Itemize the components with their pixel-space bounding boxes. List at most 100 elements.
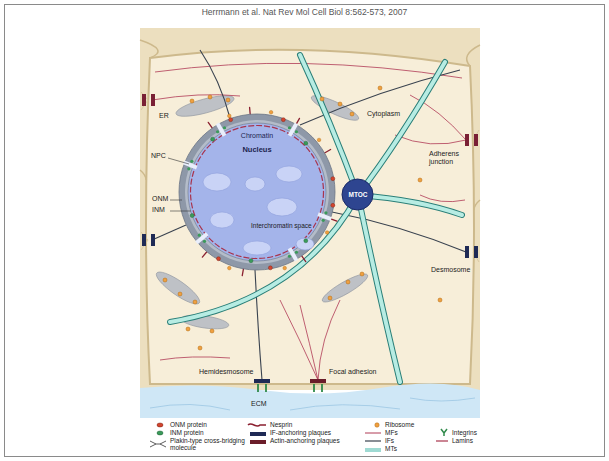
chromatin-domain — [296, 238, 314, 250]
ribosome-dot — [198, 346, 202, 350]
part-label: Cytoplasm — [366, 110, 401, 118]
if-line — [152, 225, 186, 240]
legend-text: Integrins — [452, 429, 477, 436]
if-line — [332, 212, 466, 252]
focal-adhesion-symbol — [310, 379, 326, 383]
nesprin-symbol — [248, 424, 266, 426]
desmosome-symbol — [474, 246, 478, 258]
ribosome-dot — [226, 98, 230, 102]
legend-text: MFs — [385, 429, 398, 436]
nuclear-pore — [223, 126, 226, 129]
neighbour-cells — [140, 28, 480, 390]
ribosomes — [163, 86, 442, 350]
nuclear-pore — [322, 219, 325, 222]
legend-text: Lamins — [452, 437, 473, 444]
nuclear-pore — [218, 124, 225, 136]
if-line — [200, 50, 230, 118]
chromatin-domain — [203, 173, 231, 191]
ribosome-dot — [346, 280, 350, 284]
adherens-junction-symbol — [142, 94, 146, 106]
nuclear-pore — [290, 248, 297, 260]
part-label: Adherens junction — [428, 150, 470, 166]
ribosome-dot — [163, 278, 167, 282]
nuclear-pore — [190, 160, 193, 163]
legend-swatch — [250, 440, 266, 444]
nuclear-pore — [290, 124, 297, 136]
nuclear-pore — [184, 162, 197, 167]
cell-border — [467, 45, 480, 66]
mt-tube — [358, 195, 400, 382]
part-label: Chromatin — [240, 132, 274, 140]
ribosome-dot — [178, 292, 182, 296]
inner-nuclear-membrane — [188, 123, 326, 261]
ecm-fibre — [290, 405, 400, 410]
chromatin-domain — [210, 212, 234, 228]
leader-line — [168, 158, 189, 164]
hemidesmosome-symbol — [254, 379, 270, 383]
er-sheet — [153, 267, 204, 308]
part-label: Focal adhesion — [328, 368, 377, 376]
inm-protein — [190, 214, 194, 218]
ribosome-dot — [227, 266, 231, 270]
ribosome-dot — [438, 298, 442, 302]
mt-core — [170, 55, 462, 382]
mt-tube — [358, 62, 445, 195]
onm-protein — [281, 118, 285, 122]
cell-membrane — [146, 50, 474, 384]
mtoc-circle: MTOC — [342, 179, 373, 210]
microtubules — [170, 55, 462, 382]
nuclear-pore — [216, 130, 219, 133]
lamina — [191, 126, 324, 259]
onm-protein — [331, 177, 335, 181]
nucleus-circle: ChromatinNucleus — [177, 112, 337, 272]
ribosome-dot — [378, 86, 382, 90]
part-label: INM — [151, 206, 166, 214]
nuclear-pore — [196, 234, 207, 243]
figure-frame — [5, 5, 605, 457]
ribosome-dot — [325, 231, 329, 235]
nuclear-pore — [187, 167, 190, 170]
legend-text: MTs — [385, 445, 397, 452]
nuclear-pore — [203, 240, 206, 243]
chromatin-domain — [243, 241, 271, 255]
ribosome-dot — [208, 95, 212, 99]
inm-protein — [249, 259, 253, 263]
onm-protein-symbol — [157, 423, 163, 427]
ribosome-dot — [328, 296, 332, 300]
legend-text: IFs — [385, 437, 394, 444]
er-sheet — [319, 270, 370, 306]
chromatin-domain — [267, 198, 297, 216]
desmosome-symbol — [151, 234, 155, 246]
figure-title: Herrmann et al. Nat Rev Mol Cell Biol 8:… — [202, 8, 408, 18]
outer-nuclear-membrane — [179, 114, 335, 270]
onm-protein — [229, 118, 233, 122]
ribosome-dot — [418, 178, 422, 182]
ribosome-dot — [190, 99, 194, 103]
desmosome-symbol — [465, 246, 469, 258]
part-label: NPC — [150, 152, 167, 160]
part-label: Hemidesmosome — [198, 368, 254, 376]
onm-protein — [331, 203, 335, 207]
inm-protein — [304, 141, 308, 145]
integrin-symbol — [441, 429, 447, 436]
legend-swatch — [250, 432, 266, 436]
desmosome-symbol — [142, 234, 146, 246]
mf-line — [420, 195, 465, 202]
chromatin-domain — [276, 166, 302, 182]
if-line — [255, 270, 262, 380]
perinuclear-space — [185, 120, 329, 264]
er-sheets — [153, 91, 371, 331]
mt-tube — [358, 62, 445, 195]
nuclear-pore — [288, 255, 291, 258]
ecm-fibres — [150, 398, 475, 410]
legend-text: Actin-anchoring plaques — [270, 437, 340, 444]
ribosome-dot — [269, 110, 273, 114]
junctions — [142, 94, 478, 392]
part-label: MTOC — [347, 191, 368, 198]
mf-symbol — [365, 433, 381, 434]
ribosome-dot — [317, 138, 321, 142]
part-label: Nucleus — [241, 146, 272, 155]
legend-text: INM protein — [170, 429, 204, 436]
ribosome-dot — [227, 114, 231, 118]
